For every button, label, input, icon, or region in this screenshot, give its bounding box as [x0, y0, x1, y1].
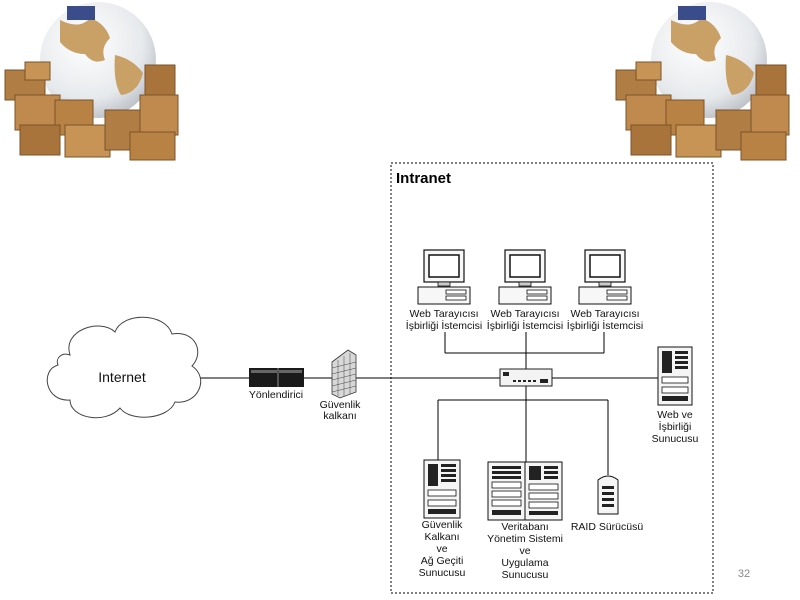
web-server-label-line-3: Sunucusu: [652, 433, 699, 445]
client-3-label-line-1: Web Tarayıcısı: [570, 308, 639, 320]
security-gateway-label-line-3: ve: [436, 543, 447, 555]
client-2-label-line-2: İşbirliği İstemcisi: [487, 319, 563, 332]
globe-boxes-icon: [4, 2, 179, 161]
intranet-title: Intranet: [396, 170, 451, 187]
db-server-label-line-4: Uygulama: [501, 557, 548, 569]
client-1-label-line-2: İşbirliği İstemcisi: [406, 319, 482, 332]
security-gateway-label-line-2: Kalkanı: [424, 531, 459, 543]
server-tower-icon: [423, 459, 461, 519]
router-icon: [249, 368, 304, 387]
firewall-label-line-2: kalkanı: [323, 410, 356, 422]
security-gateway-label-line-4: Ağ Geçiti: [421, 555, 464, 567]
page-number: 32: [738, 568, 750, 580]
db-server-label-line-3: ve: [519, 545, 530, 557]
computer-icon: [417, 249, 471, 305]
globe-boxes-icon: [615, 2, 790, 161]
web-server-label-line-1: Web ve: [657, 409, 693, 421]
db-server-label-line-5: Sunucusu: [502, 569, 549, 581]
internet-label: Internet: [98, 369, 146, 385]
firewall-wall-icon: [331, 349, 357, 399]
raid-drive-icon: [597, 475, 619, 515]
computer-icon: [498, 249, 552, 305]
db-server-label-line-1: Veritabanı: [501, 521, 548, 533]
client-3-label-line-2: İşbirliği İstemcisi: [567, 319, 643, 332]
web-server-label-line-2: İşbirliği: [659, 420, 692, 433]
connection-lines: [193, 332, 658, 475]
raid-label: RAID Sürücüsü: [571, 521, 644, 533]
network-switch-icon: [499, 368, 553, 387]
server-tower-icon: [657, 346, 693, 406]
security-gateway-label-line-5: Sunucusu: [419, 567, 466, 579]
server-tower-icon: [487, 461, 563, 521]
client-1-label-line-1: Web Tarayıcısı: [409, 308, 478, 320]
firewall-label-line-1: Güvenlik: [320, 399, 362, 411]
security-gateway-label-line-1: Güvenlik: [422, 519, 464, 531]
client-2-label-line-1: Web Tarayıcısı: [490, 308, 559, 320]
cloud-icon: [46, 316, 202, 419]
computer-icon: [578, 249, 632, 305]
db-server-label-line-2: Yönetim Sistemi: [487, 533, 563, 545]
router-label: Yönlendirici: [249, 389, 303, 401]
